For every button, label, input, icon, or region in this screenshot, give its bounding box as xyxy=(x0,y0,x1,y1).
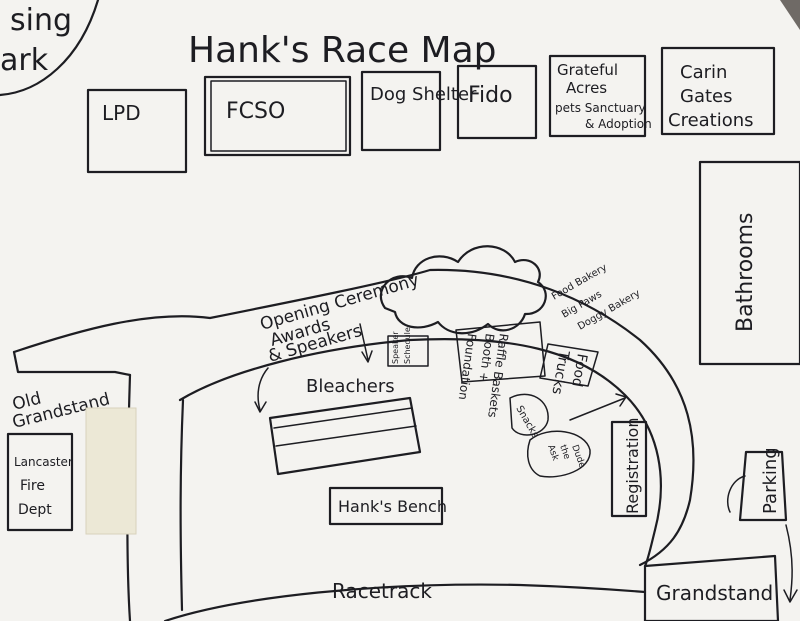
track-outer-line xyxy=(12,268,695,567)
hanks-bench: Hank's Bench xyxy=(328,486,447,526)
corner-label-top: sing xyxy=(10,3,72,38)
carin-line-2: Gates xyxy=(680,86,733,107)
registration-label: Registration xyxy=(623,418,642,514)
arrow-head xyxy=(361,350,373,363)
fire-dept-line-2: Fire xyxy=(20,478,45,494)
ceremony-arrow-left xyxy=(257,367,269,411)
fire-dept-line-1: Lancaster xyxy=(14,455,73,469)
lancaster-fire-dept: Lancaster Fire Dept xyxy=(6,432,74,532)
old-grandstand-road xyxy=(12,350,132,377)
hanks-bench-label: Hank's Bench xyxy=(338,497,447,516)
parking-label: Parking xyxy=(760,447,781,514)
speaker-schedule-line-1: Speaker xyxy=(391,331,400,364)
track-left-inner-line xyxy=(179,398,185,612)
tree-cloud xyxy=(379,245,547,335)
carin-line-3: Creations xyxy=(668,110,754,131)
booth-grateful-acres: Grateful Acres pets Sanctuary & Adoption xyxy=(548,54,652,138)
bathrooms-label: Bathrooms xyxy=(733,212,758,332)
corner-circle xyxy=(0,0,100,97)
parking-arrow xyxy=(785,524,793,601)
map-title: Hank's Race Map xyxy=(188,30,497,71)
grandstand: Grandstand xyxy=(643,554,780,621)
racetrack-label: Racetrack xyxy=(332,579,432,603)
arrow-head xyxy=(783,589,798,603)
booth-label: Dog Shelter xyxy=(370,84,477,105)
booth-label: FCSO xyxy=(226,99,285,124)
booth-lpd: LPD xyxy=(86,88,188,174)
fire-dept-line-3: Dept xyxy=(18,502,52,518)
parking: Parking xyxy=(738,447,788,522)
food-trucks-line-2: Trucks xyxy=(548,348,572,395)
registration: Registration xyxy=(610,418,648,518)
food-trucks-line-1: Food xyxy=(568,352,590,388)
booth-dog-shelter: Dog Shelter xyxy=(360,70,477,152)
corner-label-bottom: ark xyxy=(0,43,49,78)
carin-line-1: Carin xyxy=(680,62,727,83)
grateful-line-1: Grateful xyxy=(557,61,618,79)
booth-label: LPD xyxy=(102,101,141,125)
grateful-line-4: & Adoption xyxy=(585,117,652,131)
parking-road xyxy=(726,475,746,513)
arrow-head xyxy=(254,401,267,413)
registration-arrow xyxy=(569,397,626,421)
booth-fcso: FCSO xyxy=(203,75,352,157)
bleachers-label: Bleachers xyxy=(306,376,395,397)
booth-fido: Fido xyxy=(456,64,538,140)
bleachers xyxy=(268,396,422,476)
speaker-schedule-line-2: Schedule xyxy=(403,327,412,364)
correction-patch xyxy=(85,407,137,535)
foundation-line-2: Booth + xyxy=(476,333,497,384)
track-bottom-line xyxy=(163,583,647,621)
booth-carin-gates: Carin Gates Creations xyxy=(660,46,776,136)
booth-label: Fido xyxy=(468,83,513,108)
bathrooms: Bathrooms xyxy=(698,160,800,366)
ask-dude-line-2: the xyxy=(557,444,572,462)
speaker-schedule: Speaker Schedule xyxy=(387,327,429,367)
grandstand-label: Grandstand xyxy=(656,581,773,605)
track-inner-line xyxy=(178,337,662,568)
grateful-line-2: Acres xyxy=(566,79,607,97)
arrow-head xyxy=(615,393,627,407)
grateful-line-3: pets Sanctuary xyxy=(555,101,646,115)
ceremony-arrow-right xyxy=(359,323,369,361)
food-trucks: Food Trucks xyxy=(539,343,599,396)
